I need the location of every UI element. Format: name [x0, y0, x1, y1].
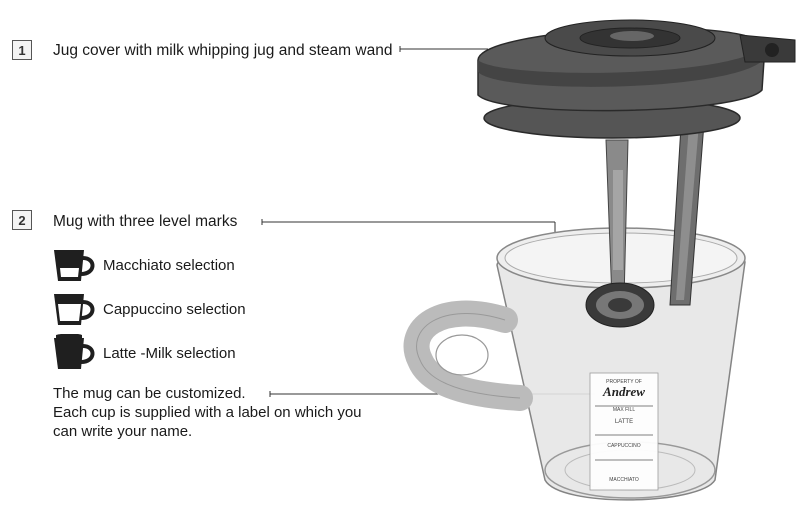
latte-selection-label: Latte -Milk selection [103, 345, 236, 362]
item-1-number-box: 1 [12, 40, 32, 60]
mug-label: PROPERTY OF Andrew MAX FILL LATTE CAPPUC… [589, 372, 659, 491]
item-1-description: Jug cover with milk whipping jug and ste… [53, 42, 393, 59]
glass-mug [403, 227, 746, 501]
customize-note: The mug can be customized. Each cup is s… [53, 385, 362, 440]
cappuccino-cup-icon [54, 294, 95, 325]
item-2-number: 2 [18, 212, 26, 228]
item-2-description: Mug with three level marks [53, 213, 238, 230]
label-cappuccino: CAPPUCCINO [607, 443, 640, 449]
latte-cup-icon [54, 334, 95, 369]
item-1-number: 1 [18, 42, 26, 58]
label-max-fill: MAX FILL [613, 407, 635, 413]
jug-cover [477, 19, 796, 139]
macchiato-cup-icon [54, 250, 95, 281]
cappuccino-selection-label: Cappuccino selection [103, 301, 246, 318]
label-property-of: PROPERTY OF [606, 379, 642, 385]
label-macchiato: MACCHIATO [609, 477, 639, 483]
item-2-number-box: 2 [12, 210, 32, 230]
steam-wand [585, 109, 706, 328]
macchiato-selection-label: Macchiato selection [103, 257, 235, 274]
label-name: Andrew [602, 384, 645, 399]
label-latte: LATTE [615, 419, 633, 425]
